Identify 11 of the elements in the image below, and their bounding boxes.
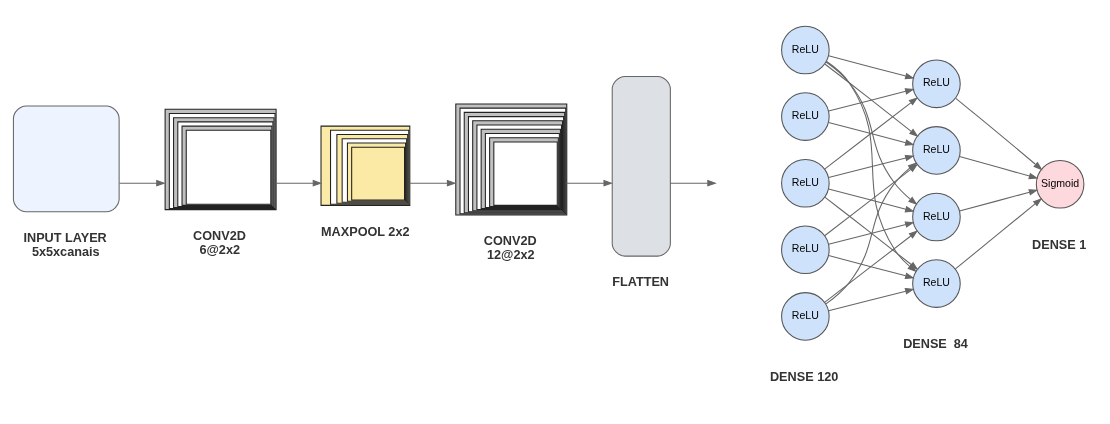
label: DENSE 84 [903,337,968,352]
node-label: 5x5xcanais [31,244,100,259]
node-label: INPUT LAYER [23,230,107,245]
node-label: CONV2D [483,234,537,249]
node-label: 6@2x2 [199,242,241,257]
node-label: 12@2x2 [486,247,535,262]
node-label: FLATTEN [612,275,670,290]
node-label: MAXPOOL 2x2 [321,224,410,239]
node-label: CONV2D [193,228,246,243]
label: DENSE 1 [1032,237,1087,252]
label: DENSE 120 [769,369,839,384]
